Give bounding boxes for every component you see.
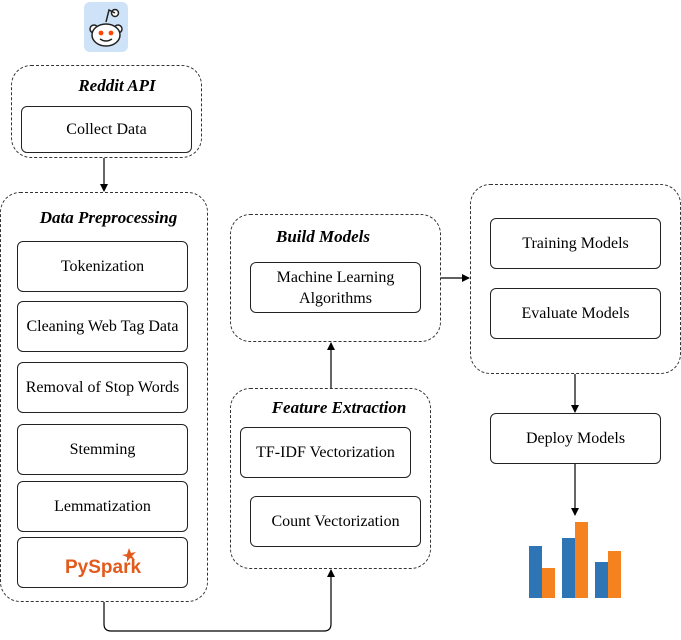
collect-data-box: Collect Data bbox=[21, 106, 192, 153]
svg-text:PySpark: PySpark bbox=[65, 557, 141, 578]
evaluate-models-box: Evaluate Models bbox=[490, 288, 661, 339]
tfidf-box: TF-IDF Vectorization bbox=[240, 427, 411, 478]
stop-words-box: Removal of Stop Words bbox=[17, 362, 188, 413]
feature-extraction-group bbox=[230, 388, 431, 569]
cleaning-web-tag-box: Cleaning Web Tag Data bbox=[17, 301, 188, 352]
bar-chart-icon-bar bbox=[562, 538, 575, 598]
bar-chart-icon-bar bbox=[529, 546, 542, 598]
reddit-api-group bbox=[11, 65, 202, 158]
reddit-api-title: Reddit API bbox=[78, 76, 156, 95]
bar-chart-icon-bar bbox=[542, 568, 555, 598]
training-models-box: Training Models bbox=[490, 218, 661, 269]
deploy-models-box: Deploy Models bbox=[490, 413, 661, 464]
arrow-preprocessing-to-features bbox=[103, 569, 335, 632]
build-models-title: Build Models bbox=[276, 227, 370, 246]
bar-chart-icon bbox=[529, 522, 621, 598]
data-preprocessing-title: Data Preprocessing bbox=[39, 208, 178, 227]
feature-extraction-title: Feature Extraction bbox=[271, 398, 407, 417]
stemming-box: Stemming bbox=[17, 424, 188, 475]
tokenization-box: Tokenization bbox=[17, 241, 188, 292]
bar-chart-icon-bar bbox=[595, 562, 608, 598]
count-vectorization-box: Count Vectorization bbox=[250, 496, 421, 547]
pyspark-logo-icon: PySpark bbox=[65, 547, 141, 578]
bar-chart-icon-bar bbox=[575, 522, 588, 598]
bar-chart-icon-bar bbox=[608, 551, 621, 598]
data-preprocessing-group bbox=[0, 192, 208, 602]
lemmatization-box: Lemmatization bbox=[17, 481, 188, 532]
ml-algorithms-box: Machine Learning Algorithms bbox=[250, 262, 421, 313]
pyspark-box: PySpark bbox=[17, 537, 188, 588]
build-models-group bbox=[230, 214, 441, 342]
reddit-logo-icon bbox=[84, 2, 128, 52]
